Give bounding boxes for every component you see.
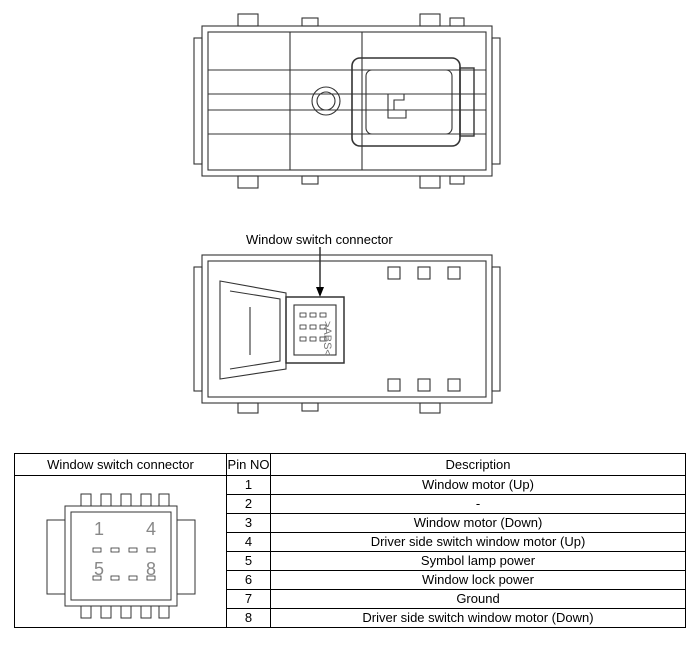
callout-label: Window switch connector: [246, 232, 393, 247]
face-pin-8: 8: [146, 559, 157, 579]
table-row: 1 4 5 8 1 Window motor (Up): [14, 475, 686, 628]
pin-description: Driver side switch window motor (Down): [270, 608, 686, 628]
pin-description: Window motor (Up): [270, 475, 686, 495]
pin-no: 2: [226, 494, 271, 514]
header-pin-no: Pin NO: [226, 453, 271, 476]
header-connector: Window switch connector: [14, 453, 227, 476]
table-row: 6 Window lock power: [15, 570, 686, 590]
housing-marking: >ABS<: [321, 321, 333, 356]
pin-no: 6: [226, 570, 271, 590]
switch-connector-view: [193, 247, 501, 414]
pin-no: 8: [226, 608, 271, 628]
switch-top-view: [193, 13, 501, 189]
table-row: 7 Ground: [15, 589, 686, 609]
pin-description: Driver side switch window motor (Up): [270, 532, 686, 552]
pin-description: Symbol lamp power: [270, 551, 686, 571]
pin-no: 3: [226, 513, 271, 533]
pin-description: Window motor (Down): [270, 513, 686, 533]
table-row: 3 Window motor (Down): [15, 513, 686, 533]
pin-no: 7: [226, 589, 271, 609]
face-pin-4: 4: [146, 519, 157, 539]
pin-description: Window lock power: [270, 570, 686, 590]
table-header-row: Window switch connector Pin NO Descripti…: [14, 453, 686, 476]
pin-description: -: [270, 494, 686, 514]
table-row: 8 Driver side switch window motor (Down): [15, 608, 686, 628]
face-pin-1: 1: [94, 519, 105, 539]
connector-face-diagram: [46, 493, 196, 619]
connector-face-cell: 1 4 5 8: [14, 475, 227, 628]
pin-description: Ground: [270, 589, 686, 609]
header-description: Description: [270, 453, 686, 476]
pin-no: 4: [226, 532, 271, 552]
pin-no: 1: [226, 475, 271, 495]
pin-table: Window switch connector Pin NO Descripti…: [14, 453, 686, 628]
pin-no: 5: [226, 551, 271, 571]
face-pin-5: 5: [94, 559, 105, 579]
